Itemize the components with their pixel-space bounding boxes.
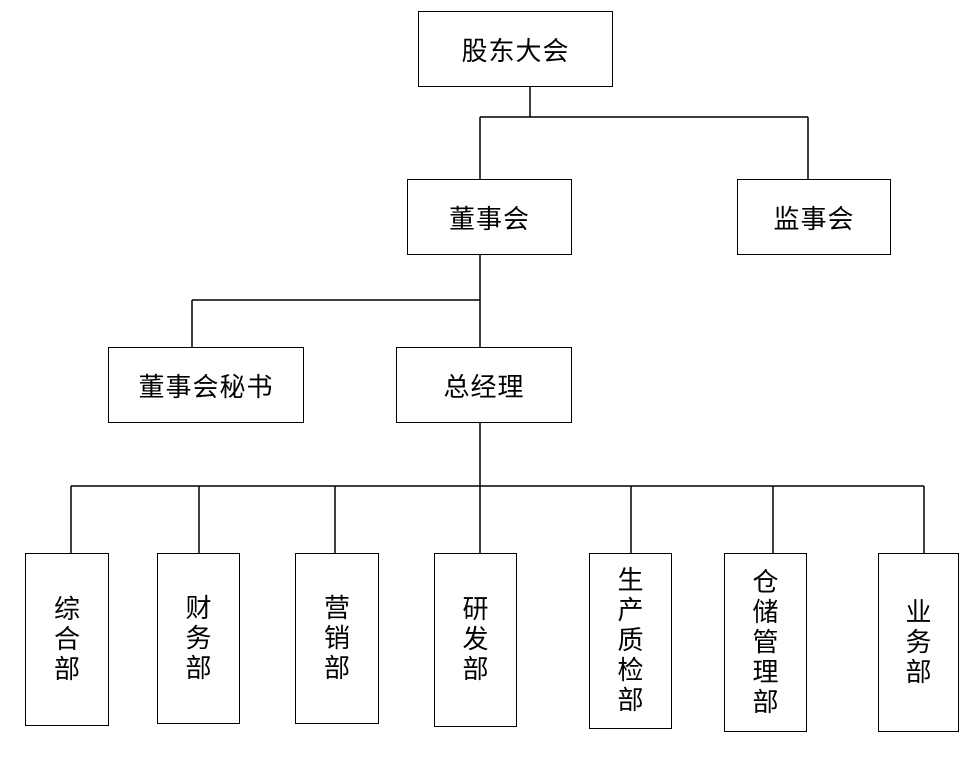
department-node: 业务部	[878, 553, 959, 732]
node-label: 股东大会	[461, 36, 570, 67]
board-secretary-node: 董事会秘书	[108, 347, 304, 423]
supervisory-board-node: 监事会	[737, 179, 891, 255]
node-label: 综合部	[53, 594, 80, 685]
department-node: 财务部	[157, 553, 240, 724]
department-node: 研发部	[434, 553, 517, 727]
department-node: 综合部	[25, 553, 109, 726]
node-label: 生产质检部	[617, 566, 644, 716]
shareholders-meeting-node: 股东大会	[418, 11, 613, 87]
node-label: 营销部	[323, 593, 350, 684]
node-label: 研发部	[462, 595, 489, 685]
node-label: 监事会	[773, 204, 855, 235]
department-node: 生产质检部	[589, 553, 672, 729]
node-label: 董事会秘书	[138, 372, 274, 403]
node-label: 财务部	[185, 593, 212, 684]
department-node: 仓储管理部	[724, 553, 807, 732]
node-label: 董事会	[448, 204, 530, 235]
node-label: 业务部	[905, 597, 932, 688]
node-label: 总经理	[443, 372, 525, 403]
department-node: 营销部	[295, 553, 379, 724]
node-label: 仓储管理部	[752, 567, 779, 718]
board-of-directors-node: 董事会	[407, 179, 572, 255]
general-manager-node: 总经理	[396, 347, 572, 423]
